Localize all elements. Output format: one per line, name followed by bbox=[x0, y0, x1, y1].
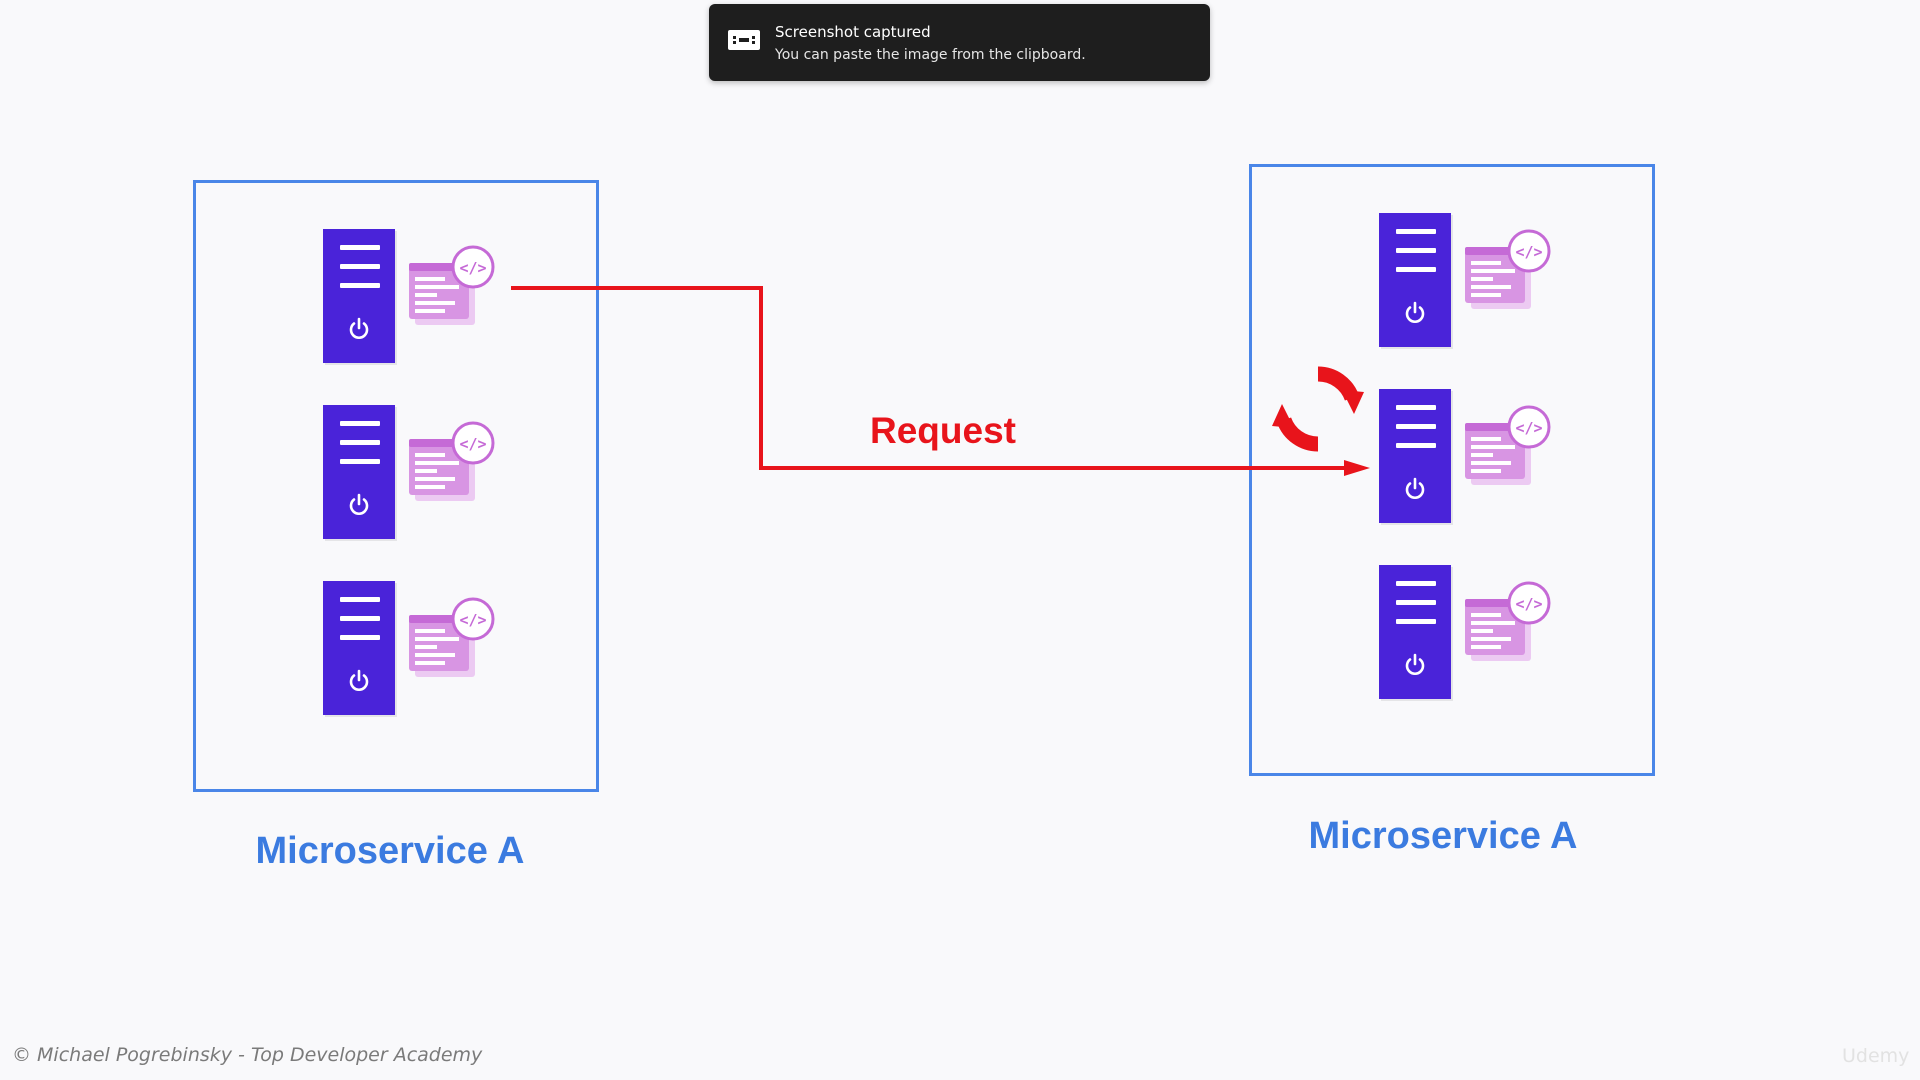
left-instance-1: </> bbox=[323, 229, 503, 365]
svg-text:</>: </> bbox=[1515, 595, 1542, 613]
power-icon bbox=[1405, 477, 1425, 499]
left-cluster-box bbox=[193, 180, 599, 792]
code-app-icon: </> bbox=[1465, 229, 1551, 309]
svg-text:</>: </> bbox=[459, 435, 486, 453]
server-icon bbox=[323, 405, 395, 539]
notification-title: Screenshot captured bbox=[775, 23, 931, 41]
left-instance-2: </> bbox=[323, 405, 503, 541]
notification-body: You can paste the image from the clipboa… bbox=[775, 47, 1086, 63]
power-icon bbox=[349, 493, 369, 515]
power-icon bbox=[1405, 653, 1425, 675]
right-instance-3: </> bbox=[1379, 565, 1559, 701]
code-app-icon: </> bbox=[409, 421, 495, 501]
restart-icon bbox=[1272, 366, 1364, 452]
server-icon bbox=[1379, 389, 1451, 523]
left-cluster-label: Microservice A bbox=[255, 830, 525, 872]
svg-text:</>: </> bbox=[1515, 243, 1542, 261]
right-cluster-box bbox=[1249, 164, 1655, 776]
code-app-icon: </> bbox=[409, 597, 495, 677]
code-app-icon: </> bbox=[1465, 581, 1551, 661]
right-instance-1: </> bbox=[1379, 213, 1559, 349]
server-icon bbox=[1379, 565, 1451, 699]
copyright-text: © Michael Pogrebinsky - Top Developer Ac… bbox=[12, 1044, 483, 1066]
screenshot-notification[interactable]: Screenshot captured You can paste the im… bbox=[709, 4, 1210, 81]
screenshot-icon bbox=[728, 30, 760, 50]
svg-text:</>: </> bbox=[1515, 419, 1542, 437]
server-icon bbox=[1379, 213, 1451, 347]
power-icon bbox=[1405, 301, 1425, 323]
svg-text:</>: </> bbox=[459, 611, 486, 629]
server-icon bbox=[323, 229, 395, 363]
udemy-watermark: Udemy bbox=[1842, 1045, 1910, 1067]
right-instance-2: </> bbox=[1379, 389, 1559, 525]
server-icon bbox=[323, 581, 395, 715]
right-cluster-label: Microservice A bbox=[1308, 815, 1578, 857]
code-app-icon: </> bbox=[409, 245, 495, 325]
power-icon bbox=[349, 669, 369, 691]
svg-text:</>: </> bbox=[459, 259, 486, 277]
code-app-icon: </> bbox=[1465, 405, 1551, 485]
left-instance-3: </> bbox=[323, 581, 503, 717]
power-icon bbox=[349, 317, 369, 339]
request-label: Request bbox=[870, 410, 1016, 451]
